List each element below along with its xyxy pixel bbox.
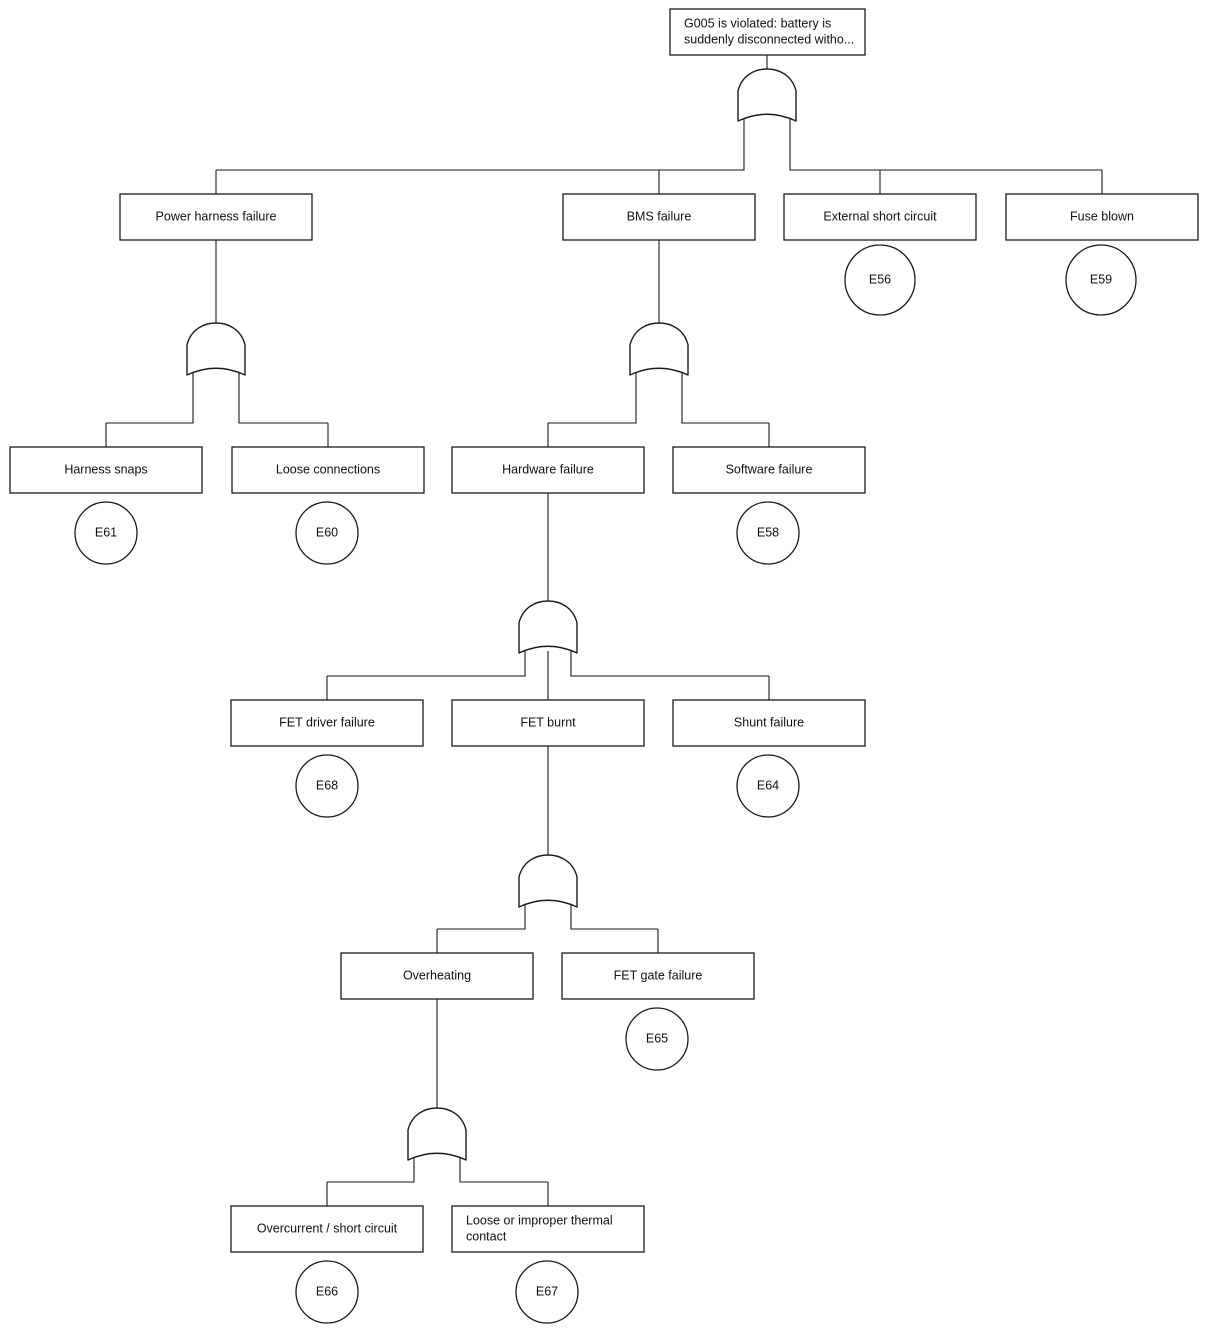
or-gate-icon-G005[interactable] — [737, 68, 797, 122]
basic-event-label-E68: E68 — [316, 778, 338, 792]
or-gate-icon-power-harness-failure[interactable] — [186, 322, 246, 376]
node-box-fet-burnt[interactable] — [451, 699, 645, 747]
node-overheating[interactable]: Overheating — [340, 952, 534, 1161]
node-label-software-failure: Software failure — [726, 462, 813, 476]
basic-event-circle-E64[interactable] — [736, 754, 800, 818]
or-gate-icon-bms-failure[interactable] — [629, 322, 689, 376]
node-box-harness-snaps[interactable] — [9, 446, 203, 494]
edge-group-bms-failure — [547, 240, 770, 447]
basic-event-circle-E67[interactable] — [515, 1260, 579, 1324]
basic-event-label-E61: E61 — [95, 525, 117, 539]
node-label-fet-burnt: FET burnt — [520, 715, 576, 729]
basic-event-circle-E56[interactable] — [844, 244, 916, 316]
node-box-overcurrent-short-circuit[interactable] — [230, 1205, 424, 1253]
edge-gate-leg-right-fet-burnt — [570, 905, 658, 930]
node-box-external-short-circuit[interactable] — [783, 193, 977, 241]
edge-gate-leg-left-G005 — [216, 119, 745, 171]
basic-event-label-E59: E59 — [1090, 272, 1112, 286]
node-box-fuse-blown[interactable] — [1005, 193, 1199, 241]
basic-event-circle-E60[interactable] — [295, 501, 359, 565]
node-label-hardware-failure: Hardware failure — [502, 462, 594, 476]
nodes-layer: G005 is violated: battery is suddenly dis… — [9, 8, 1199, 1324]
basic-event-circle-E61[interactable] — [74, 501, 138, 565]
basic-event-circle-E66[interactable] — [295, 1260, 359, 1324]
or-gate-icon-overheating[interactable] — [407, 1107, 467, 1161]
node-box-fet-gate-failure[interactable] — [561, 952, 755, 1000]
edge-group-fet-burnt — [436, 746, 659, 953]
node-box-loose-connections[interactable] — [231, 446, 425, 494]
basic-event-label-E67: E67 — [536, 1284, 558, 1298]
node-fet-burnt[interactable]: FET burnt — [451, 699, 645, 908]
node-label-power-harness-failure: Power harness failure — [156, 209, 277, 223]
edge-gate-leg-left-fet-burnt — [437, 905, 526, 930]
node-label-fet-gate-failure: FET gate failure — [614, 968, 703, 982]
node-label-loose-improper-thermal-contact: Loose or improper thermal — [466, 1213, 613, 1227]
edge-gate-leg-right-overheating — [459, 1158, 548, 1183]
node-box-loose-improper-thermal-contact[interactable] — [451, 1205, 645, 1253]
node-label-external-short-circuit: External short circuit — [823, 209, 937, 223]
basic-event-circle-E65[interactable] — [625, 1007, 689, 1071]
node-label-bms-failure: BMS failure — [627, 209, 692, 223]
edges-layer — [105, 55, 1103, 1206]
node-label-shunt-failure: Shunt failure — [734, 715, 804, 729]
node-label-harness-snaps: Harness snaps — [64, 462, 147, 476]
node-label-overheating: Overheating — [403, 968, 471, 982]
edge-gate-leg-left-overheating — [327, 1158, 415, 1183]
node-box-shunt-failure[interactable] — [672, 699, 866, 747]
edge-group-G005 — [215, 55, 1103, 194]
basic-event-label-E65: E65 — [646, 1031, 668, 1045]
edge-group-power-harness-failure — [105, 240, 329, 447]
edge-gate-leg-right-G005 — [789, 119, 1102, 171]
edge-gate-leg-left-hardware-failure — [327, 651, 526, 677]
or-gate-icon-hardware-failure[interactable] — [518, 600, 578, 654]
node-power-harness-failure[interactable]: Power harness failure — [119, 193, 313, 376]
node-hardware-failure[interactable]: Hardware failure — [451, 446, 645, 654]
basic-event-circle-E68[interactable] — [295, 754, 359, 818]
basic-event-circle-E58[interactable] — [736, 501, 800, 565]
node-label-overcurrent-short-circuit: Overcurrent / short circuit — [257, 1221, 398, 1235]
node-box-fet-driver-failure[interactable] — [230, 699, 424, 747]
node-box-overheating[interactable] — [340, 952, 534, 1000]
node-label-fuse-blown: Fuse blown — [1070, 209, 1134, 223]
edge-gate-leg-left-power-harness-failure — [106, 373, 194, 424]
node-label-G005: G005 is violated: battery is — [684, 16, 831, 30]
basic-event-label-E64: E64 — [757, 778, 779, 792]
basic-event-label-E66: E66 — [316, 1284, 338, 1298]
node-box-G005[interactable] — [669, 8, 866, 56]
edge-gate-leg-left-bms-failure — [548, 373, 637, 424]
node-box-power-harness-failure[interactable] — [119, 193, 313, 241]
node-label-fet-driver-failure: FET driver failure — [279, 715, 375, 729]
edge-gate-leg-right-power-harness-failure — [238, 373, 328, 424]
node-box-hardware-failure[interactable] — [451, 446, 645, 494]
basic-event-label-E58: E58 — [757, 525, 779, 539]
node-bms-failure[interactable]: BMS failure — [562, 193, 756, 376]
or-gate-icon-fet-burnt[interactable] — [518, 854, 578, 908]
basic-event-circle-E59[interactable] — [1065, 244, 1137, 316]
edge-group-overheating — [326, 999, 549, 1206]
node-label-loose-connections: Loose connections — [276, 462, 380, 476]
edge-group-hardware-failure — [326, 493, 770, 700]
node-label-loose-improper-thermal-contact: contact — [466, 1229, 507, 1243]
basic-event-label-E56: E56 — [869, 272, 891, 286]
edge-gate-leg-right-hardware-failure — [570, 651, 769, 677]
node-box-software-failure[interactable] — [672, 446, 866, 494]
node-box-bms-failure[interactable] — [562, 193, 756, 241]
node-G005[interactable]: G005 is violated: battery is suddenly dis… — [669, 8, 866, 122]
edge-gate-leg-right-bms-failure — [681, 373, 769, 424]
basic-event-label-E60: E60 — [316, 525, 338, 539]
node-label-G005: suddenly disconnected witho... — [684, 32, 854, 46]
